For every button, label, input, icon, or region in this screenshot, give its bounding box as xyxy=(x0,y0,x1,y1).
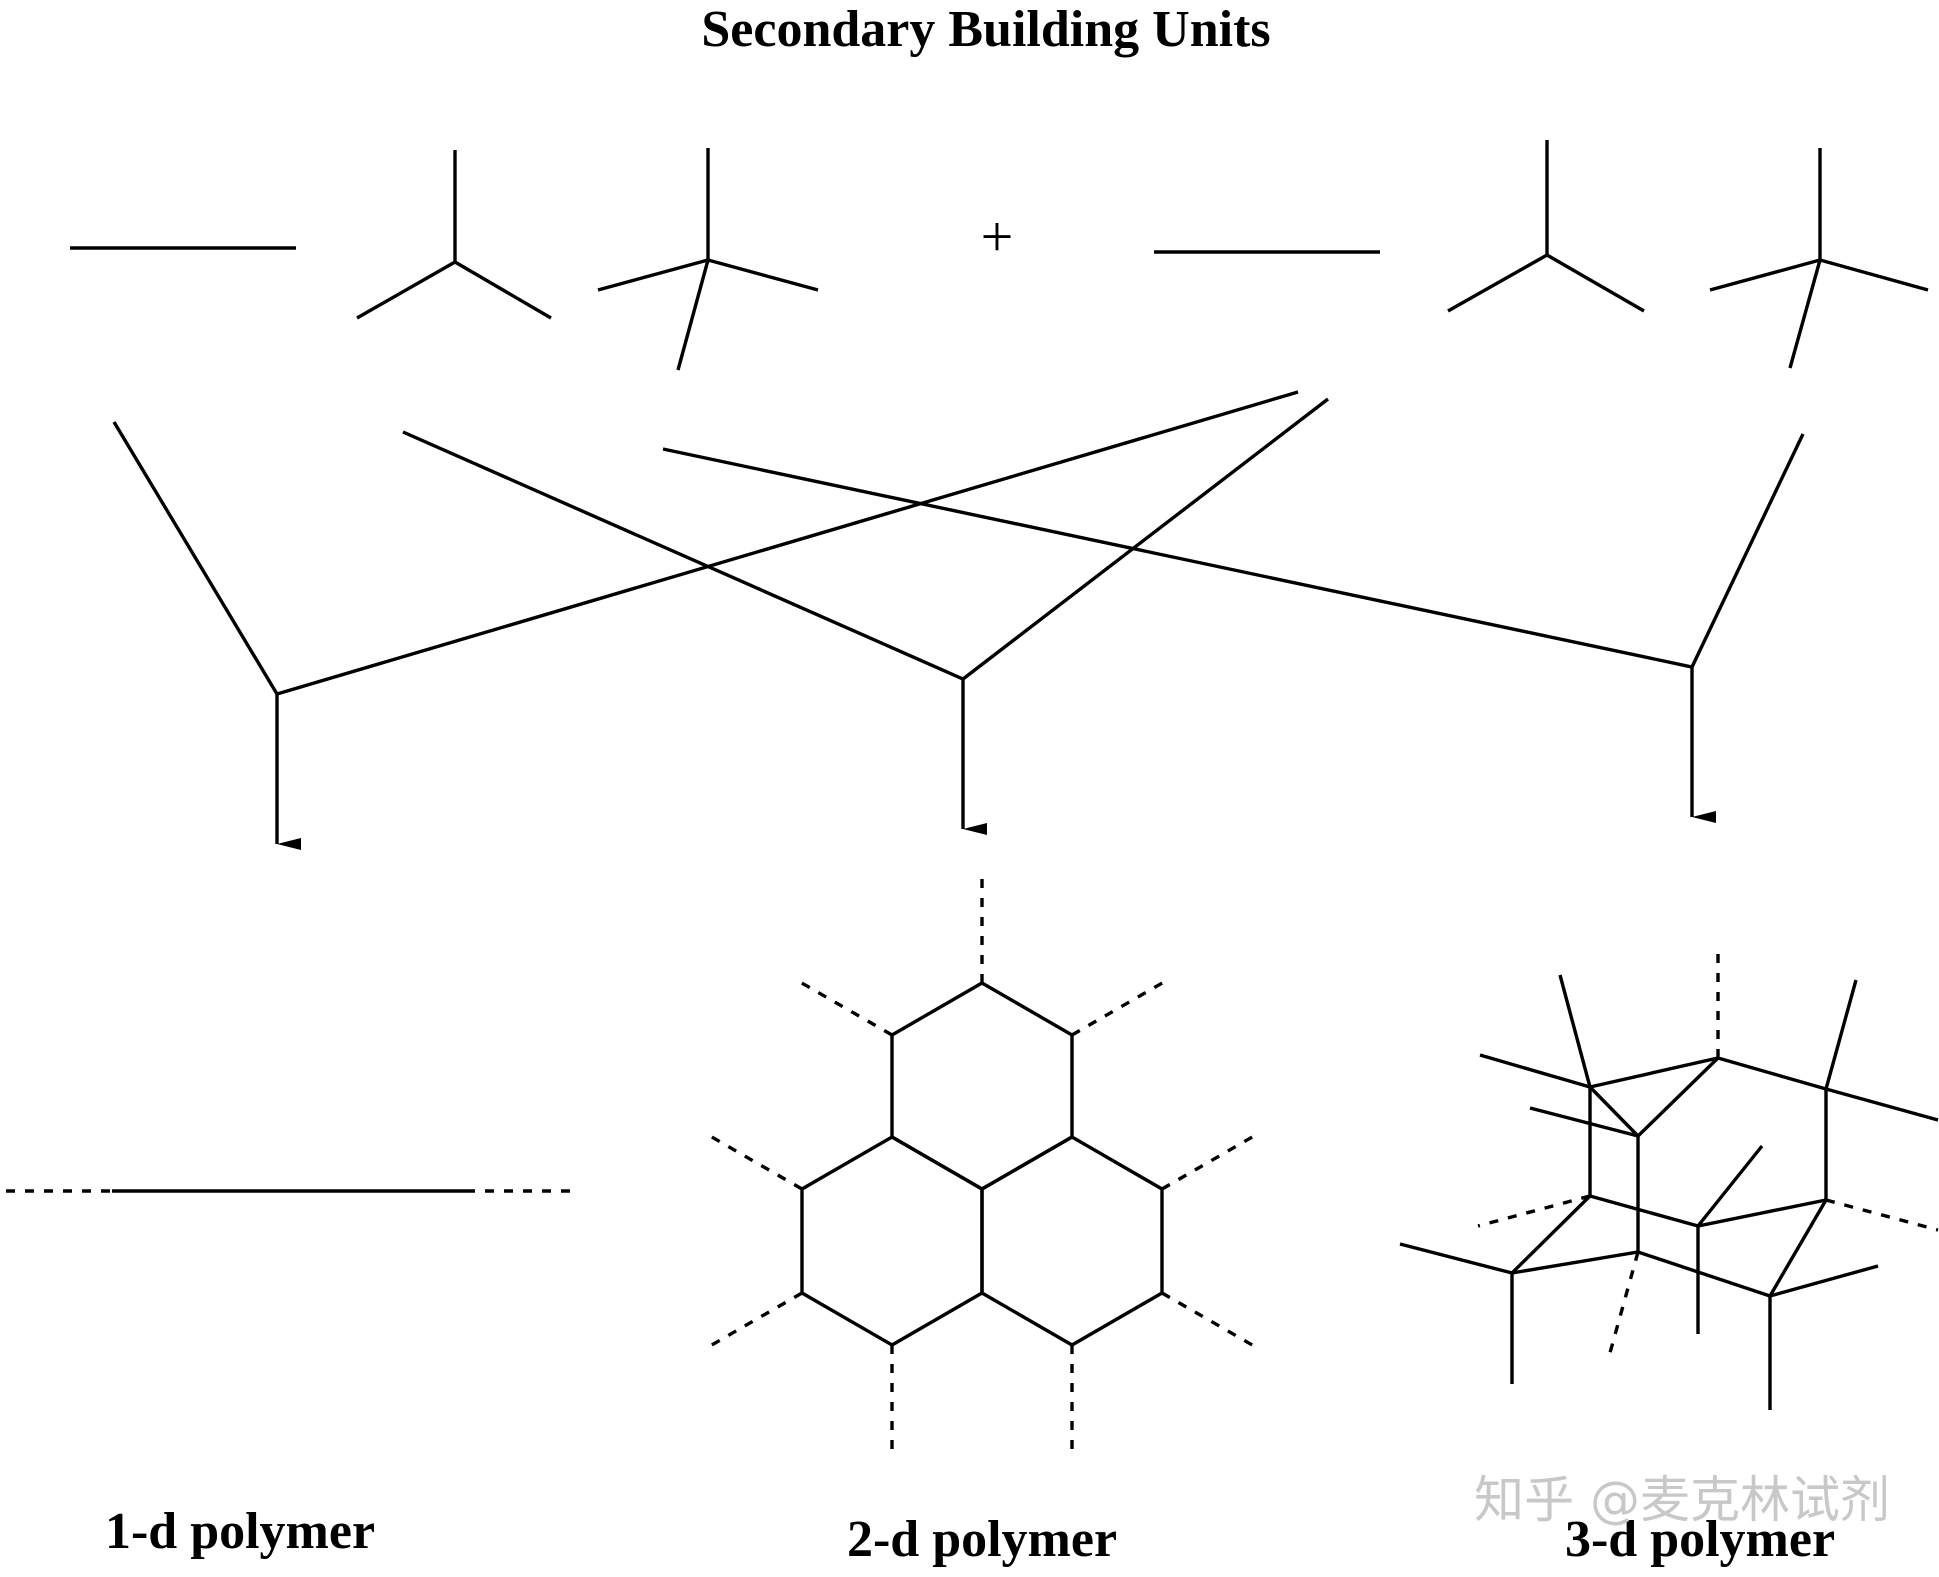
plus-sign: + xyxy=(981,204,1014,269)
polymer-3d-diamondoid-net xyxy=(1399,945,1939,1410)
combo-3d-connector xyxy=(662,433,1805,669)
hexagon-top xyxy=(890,981,1074,1191)
combo-1d-connector xyxy=(112,390,1299,697)
hexagon-right xyxy=(980,1135,1164,1347)
label-3d-polymer: 3-d polymer xyxy=(1565,1511,1835,1568)
sbu-group-right xyxy=(1154,140,1929,369)
tetrahedral-sbu-left xyxy=(597,148,819,371)
trigonal-sbu-left xyxy=(356,150,552,320)
label-1d-polymer: 1-d polymer xyxy=(105,1503,375,1560)
diagram-title: Secondary Building Units xyxy=(701,1,1270,58)
combination-lines xyxy=(112,390,1805,697)
sbu-group-left xyxy=(70,148,819,371)
polymer-2d-hexagonal-net xyxy=(709,875,1255,1450)
label-2d-polymer: 2-d polymer xyxy=(847,1511,1117,1568)
hexagon-left xyxy=(800,1135,984,1347)
watermark-text: 知乎 @麦克林试剂 xyxy=(1474,1471,1890,1529)
hexagon-dashed-links xyxy=(709,875,1255,1450)
trigonal-sbu-right xyxy=(1447,140,1645,313)
tetrahedral-sbu-right xyxy=(1709,148,1929,369)
combo-2d-connector xyxy=(402,397,1330,681)
